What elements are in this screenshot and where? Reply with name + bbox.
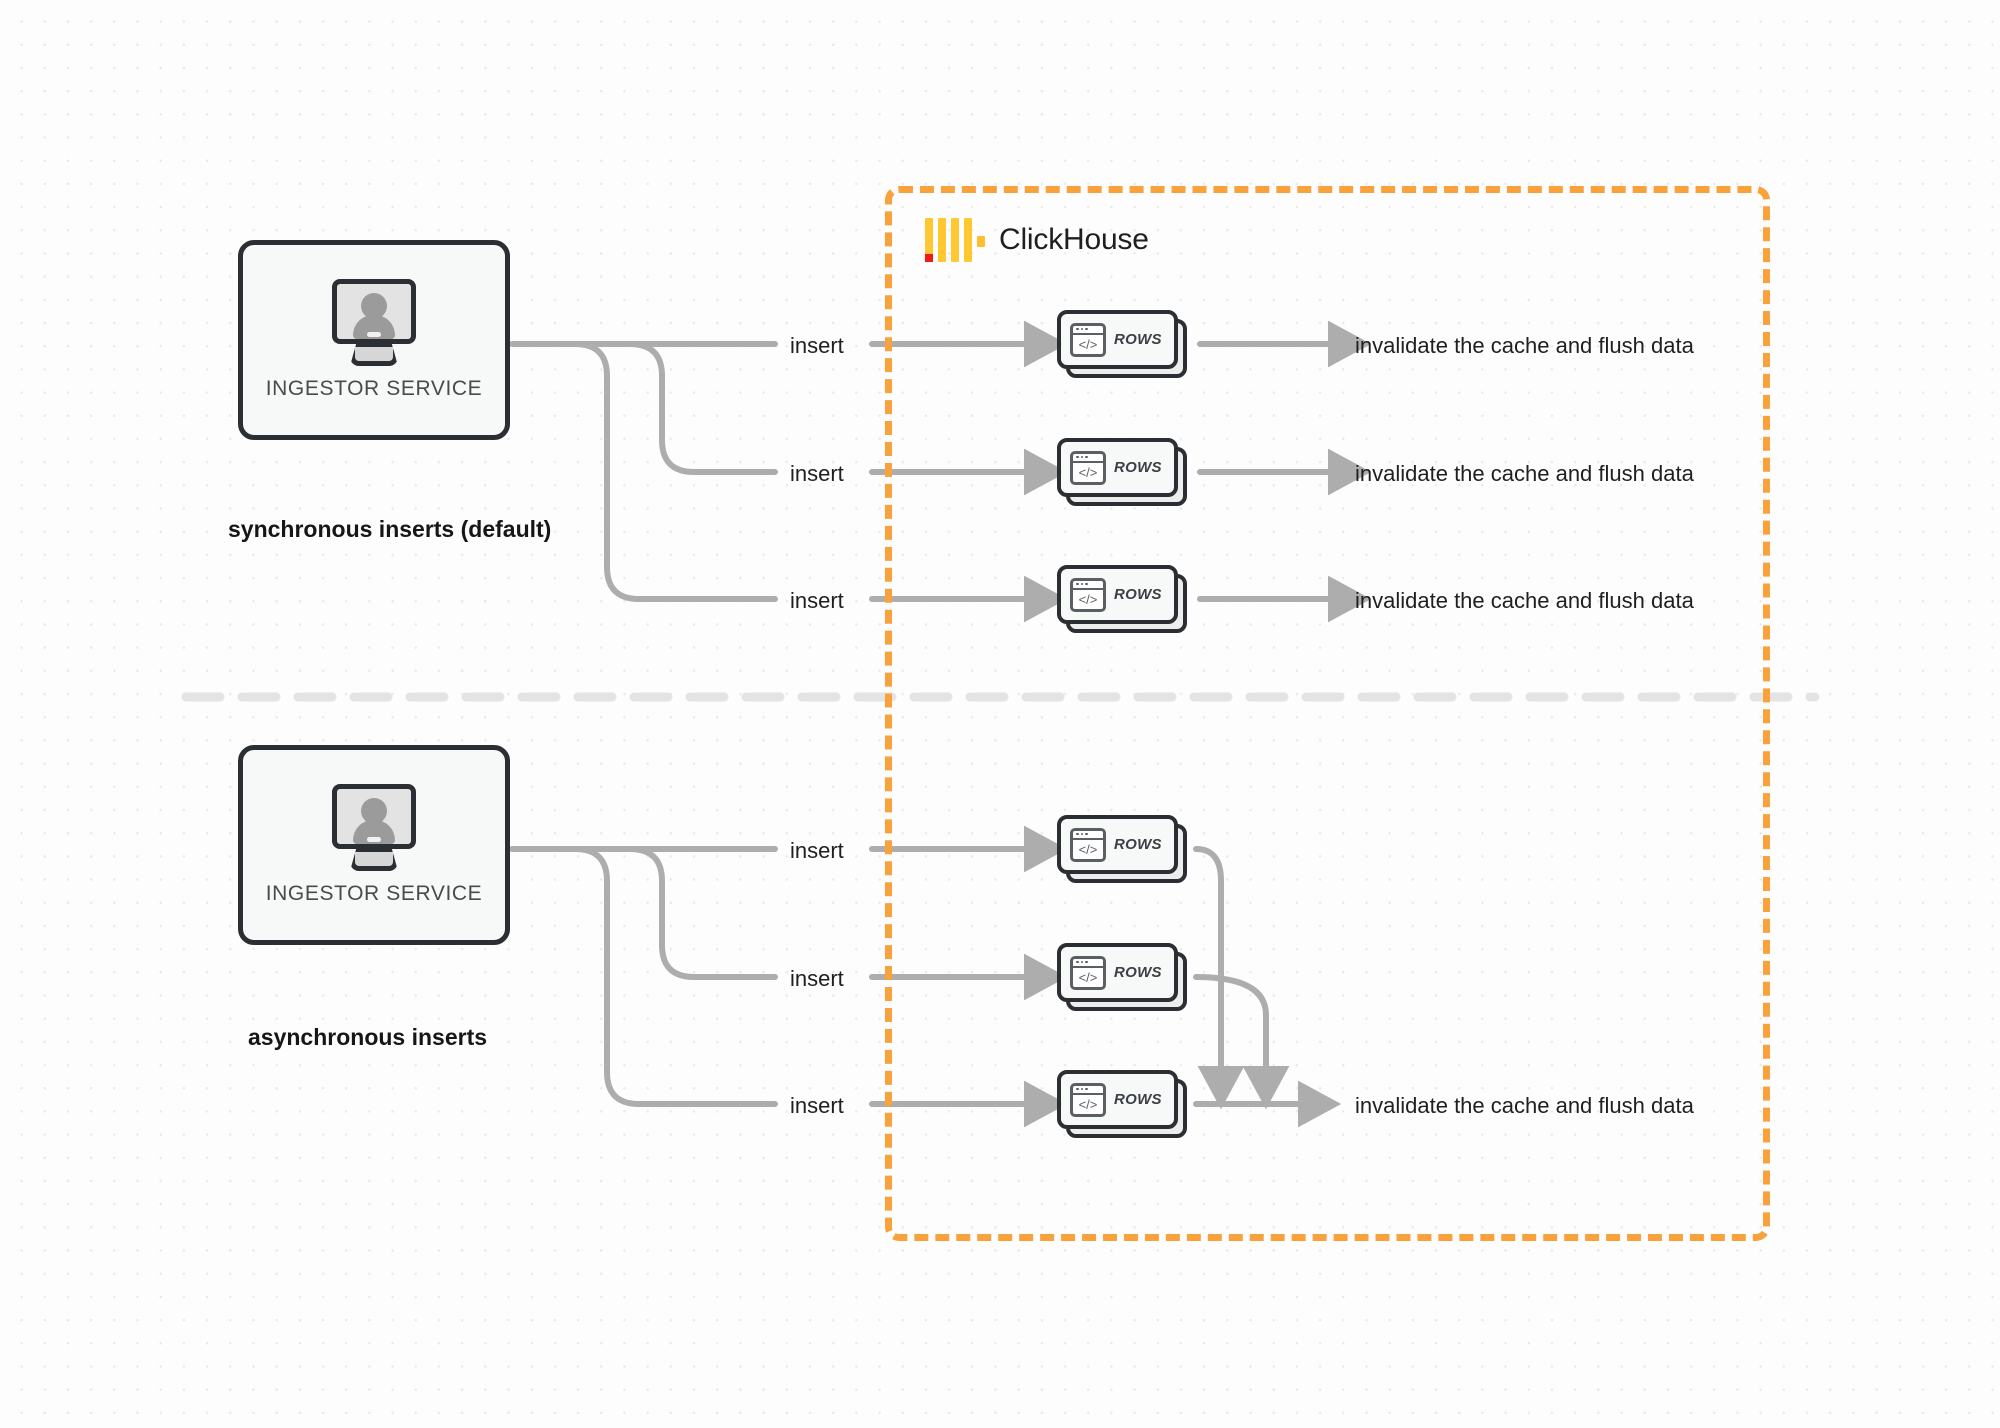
result-label-sync-3: invalidate the cache and flush data	[1355, 588, 1694, 613]
clickhouse-boundary	[885, 186, 1770, 1241]
insert-label-async-3: insert	[790, 1093, 844, 1118]
result-label-sync-2: invalidate the cache and flush data	[1355, 461, 1694, 486]
rows-node-label: ROWS	[1114, 586, 1162, 603]
async-merge-path-2	[1193, 974, 1290, 1110]
ingestor-service-label-async: INGESTOR SERVICE	[265, 882, 483, 905]
code-window-icon: </>	[1070, 955, 1106, 990]
async-branch-2	[627, 846, 778, 980]
rows-node-label: ROWS	[1114, 836, 1162, 853]
sync-connectors	[509, 320, 1372, 623]
rows-node-async-2[interactable]: </> ROWS	[1057, 943, 1187, 1011]
section-caption-async: asynchronous inserts	[248, 1024, 488, 1050]
code-window-icon: </>	[1070, 1082, 1106, 1117]
rows-node-async-3[interactable]: </> ROWS	[1057, 1070, 1187, 1138]
ingestor-service-label-sync: INGESTOR SERVICE	[265, 377, 483, 400]
insert-label-sync-3: insert	[790, 588, 844, 613]
ingestor-service-sync[interactable]: INGESTOR SERVICE	[238, 240, 510, 440]
rows-node-sync-1[interactable]: </> ROWS	[1057, 310, 1187, 378]
rows-node-label: ROWS	[1114, 964, 1162, 981]
rows-node-sync-3[interactable]: </> ROWS	[1057, 565, 1187, 633]
section-caption-sync: synchronous inserts (default)	[228, 516, 552, 542]
insert-label-async-2: insert	[790, 966, 844, 991]
monitor-user-icon	[328, 784, 420, 872]
async-branch-3	[572, 846, 778, 1107]
rows-node-label: ROWS	[1114, 459, 1162, 476]
clickhouse-brand: ClickHouse	[925, 218, 1149, 262]
ingestor-service-async[interactable]: INGESTOR SERVICE	[238, 745, 510, 945]
sync-branch-3	[572, 341, 778, 602]
async-connectors	[509, 825, 1342, 1128]
rows-node-async-1[interactable]: </> ROWS	[1057, 815, 1187, 883]
monitor-user-icon	[328, 279, 420, 367]
result-label-async-merged: invalidate the cache and flush data	[1355, 1093, 1694, 1118]
code-window-icon: </>	[1070, 322, 1106, 357]
insert-label-sync-2: insert	[790, 461, 844, 486]
sync-branch-2	[627, 341, 778, 475]
insert-label-sync-1: insert	[790, 333, 844, 358]
insert-label-async-1: insert	[790, 838, 844, 863]
rows-node-label: ROWS	[1114, 331, 1162, 348]
code-window-icon: </>	[1070, 577, 1106, 612]
rows-node-sync-2[interactable]: </> ROWS	[1057, 438, 1187, 506]
async-merge-path-1	[1193, 846, 1245, 1110]
code-window-icon: </>	[1070, 450, 1106, 485]
rows-node-label: ROWS	[1114, 1091, 1162, 1108]
result-label-sync-1: invalidate the cache and flush data	[1355, 333, 1694, 358]
code-window-icon: </>	[1070, 827, 1106, 862]
clickhouse-wordmark: ClickHouse	[999, 223, 1149, 256]
clickhouse-logo-icon	[925, 218, 985, 262]
